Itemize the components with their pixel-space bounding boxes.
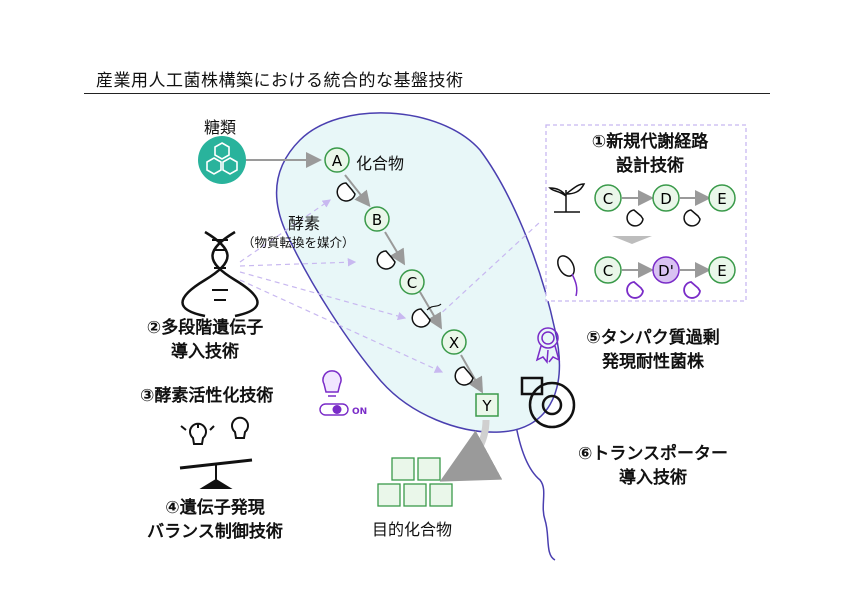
enzyme-icons (336, 182, 474, 386)
node-C: C (399, 269, 425, 295)
transporter-pump-icon (520, 376, 576, 429)
gene-insertion-lines (239, 199, 541, 373)
dna-icon (181, 230, 259, 318)
sugar-cube-icon (198, 136, 246, 184)
product-boxes (377, 457, 453, 507)
svg-text:Y: Y (481, 397, 492, 415)
node-X: X (441, 329, 467, 355)
bacteria-node-D-prime: D' (652, 256, 680, 284)
bacteria-node-C: C (594, 256, 622, 284)
balance-scale-icon (179, 416, 253, 489)
plant-node-C: C (594, 184, 622, 212)
export-arrow (439, 419, 503, 482)
bacteria-node-E: E (708, 256, 736, 284)
compound-label: 化合物 (356, 154, 405, 173)
enzyme-note: （物質転換を媒介） (242, 235, 355, 250)
bacterium-icon (557, 255, 578, 297)
node-Y: Y (475, 393, 499, 417)
node-B: B (364, 206, 390, 232)
enzyme-modification-squiggle (426, 303, 442, 311)
tech4-label: ④遺伝子発現バランス制御技術 (147, 498, 283, 542)
svg-text:E: E (717, 262, 726, 280)
pathway-arrows (344, 174, 483, 394)
switch-icon: ON (319, 403, 367, 417)
tech5-label: ⑤タンパク質過剰発現耐性菌株 (586, 328, 720, 372)
svg-text:ON: ON (352, 407, 367, 417)
tech2-label: ②多段階遺伝子導入技術 (146, 318, 264, 362)
svg-text:A: A (332, 152, 343, 170)
lightbulb-icon (322, 370, 342, 397)
tech6-label: ⑥トランスポーター導入技術 (577, 444, 729, 488)
svg-text:C: C (603, 262, 613, 280)
enzyme-label: 酵素 (288, 214, 321, 233)
sugar-label: 糖類 (204, 118, 237, 137)
flagellum (514, 419, 556, 561)
page-title: 産業用人工菌株構築における統合的な基盤技術 (96, 71, 464, 91)
svg-text:C: C (603, 190, 613, 208)
svg-text:X: X (449, 334, 459, 352)
award-ribbon-icon (535, 327, 561, 364)
tech1-label: ①新規代謝経路設計技術 (591, 132, 709, 176)
svg-text:E: E (717, 190, 726, 208)
svg-text:D: D (660, 190, 672, 208)
plant-row-arrows (622, 190, 711, 278)
tech3-label: ③酵素活性化技術 (140, 386, 274, 406)
down-arrow-shape (612, 236, 652, 244)
svg-text:C: C (407, 274, 417, 292)
svg-text:B: B (372, 211, 382, 229)
product-label: 目的化合物 (372, 520, 453, 539)
plant-node-D: D (652, 184, 680, 212)
svg-text:D': D' (658, 262, 674, 280)
plant-row-enzyme-icons (626, 209, 701, 227)
title-divider (84, 93, 770, 94)
bacteria-row-enzyme-icons (626, 281, 701, 299)
plant-node-E: E (708, 184, 736, 212)
plant-icon (548, 183, 586, 213)
node-A: A (324, 147, 350, 173)
